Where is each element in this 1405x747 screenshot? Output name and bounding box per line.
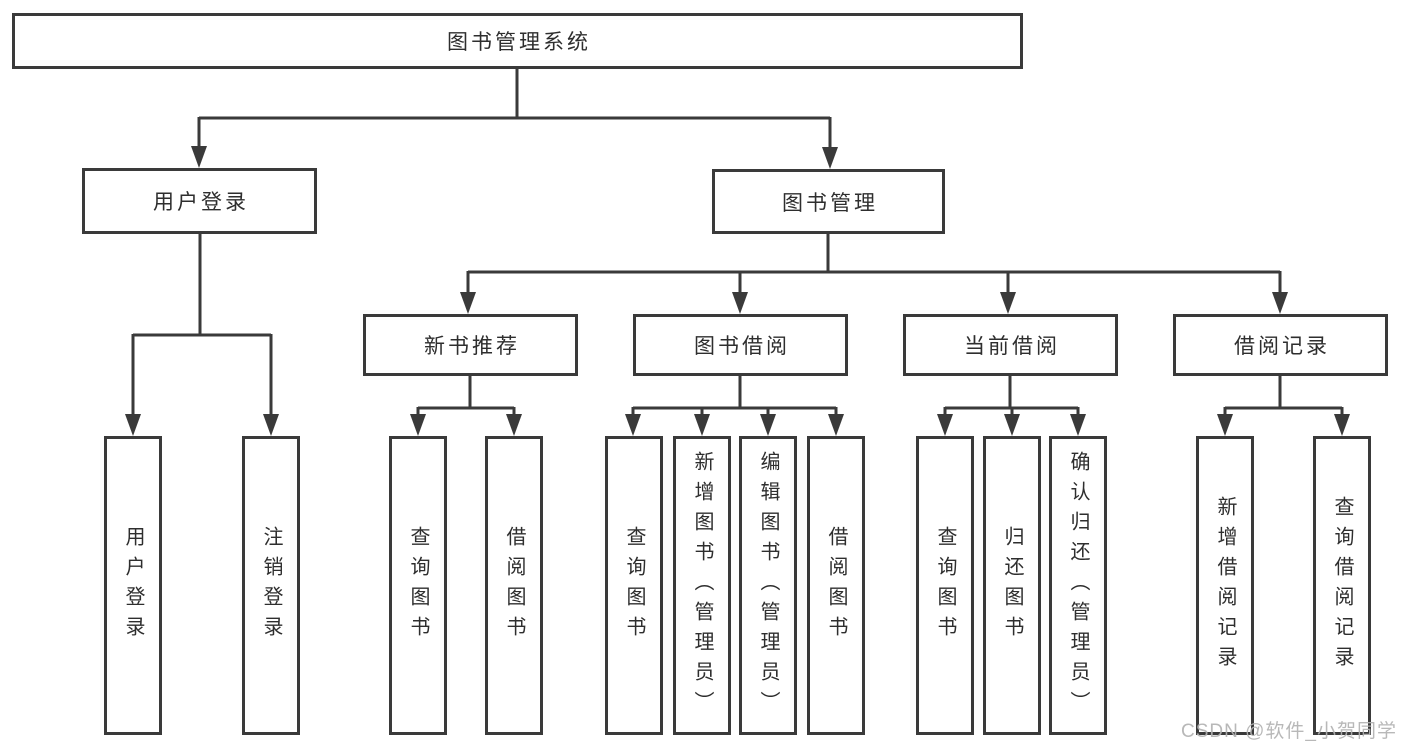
node-current-borrowing: 当前借阅 <box>903 314 1118 376</box>
node-new-book-recommend: 新书推荐 <box>363 314 578 376</box>
edge-user-login-children <box>125 234 279 436</box>
leaf-records-add-record: 新增借阅记录 <box>1196 436 1254 735</box>
node-root-label: 图书管理系统 <box>447 31 591 54</box>
leaf-records-query-record: 查询借阅记录 <box>1313 436 1371 735</box>
leaf-borrowing-add-books: 新增图书（管理员） <box>673 436 731 735</box>
leaf-recommend-borrow-books: 借阅图书 <box>485 436 543 735</box>
leaf-recommend-query-books-label: 查询图书 <box>407 525 429 646</box>
edge-borrowing-records-children <box>1217 376 1350 436</box>
leaf-current-return-books: 归还图书 <box>983 436 1041 735</box>
node-current-borrowing-label: 当前借阅 <box>964 335 1060 358</box>
leaf-user-login-label: 用户登录 <box>122 525 144 646</box>
edge-new-book-recommend-children <box>410 376 522 436</box>
leaf-records-query-record-label: 查询借阅记录 <box>1331 495 1353 676</box>
node-book-management-label: 图书管理 <box>782 191 878 215</box>
node-book-borrowing: 图书借阅 <box>633 314 848 376</box>
leaf-logout: 注销登录 <box>242 436 300 735</box>
leaf-borrowing-borrow-books-label: 借阅图书 <box>825 525 847 646</box>
node-borrowing-records: 借阅记录 <box>1173 314 1388 376</box>
leaf-borrowing-borrow-books: 借阅图书 <box>807 436 865 735</box>
leaf-borrowing-query-books: 查询图书 <box>605 436 663 735</box>
leaf-recommend-query-books: 查询图书 <box>389 436 447 735</box>
leaf-current-confirm-return: 确认归还（管理员） <box>1049 436 1107 735</box>
watermark-text: CSDN @软件_小贺同学 <box>1181 721 1397 742</box>
leaf-borrowing-edit-books-label: 编辑图书（管理员） <box>757 450 779 721</box>
edge-current-borrowing-children <box>937 376 1086 436</box>
leaf-logout-label: 注销登录 <box>260 525 282 646</box>
node-book-management: 图书管理 <box>712 169 945 234</box>
leaf-records-add-record-label: 新增借阅记录 <box>1214 495 1236 676</box>
node-book-borrowing-label: 图书借阅 <box>694 335 790 358</box>
node-borrowing-records-label: 借阅记录 <box>1234 335 1330 358</box>
leaf-current-return-books-label: 归还图书 <box>1001 525 1023 646</box>
leaf-current-query-books-label: 查询图书 <box>934 525 956 646</box>
node-root: 图书管理系统 <box>12 13 1023 69</box>
edge-book-borrowing-children <box>625 376 844 436</box>
leaf-recommend-borrow-books-label: 借阅图书 <box>503 525 525 646</box>
leaf-borrowing-query-books-label: 查询图书 <box>623 525 645 646</box>
node-new-book-recommend-label: 新书推荐 <box>424 335 520 358</box>
edge-root-children <box>191 68 838 169</box>
node-user-login-label: 用户登录 <box>153 191 249 214</box>
leaf-borrowing-edit-books: 编辑图书（管理员） <box>739 436 797 735</box>
edge-book-management-children <box>460 234 1288 314</box>
leaf-user-login: 用户登录 <box>104 436 162 735</box>
leaf-borrowing-add-books-label: 新增图书（管理员） <box>691 450 713 721</box>
leaf-current-confirm-return-label: 确认归还（管理员） <box>1067 450 1089 721</box>
node-user-login: 用户登录 <box>82 168 317 234</box>
leaf-current-query-books: 查询图书 <box>916 436 974 735</box>
